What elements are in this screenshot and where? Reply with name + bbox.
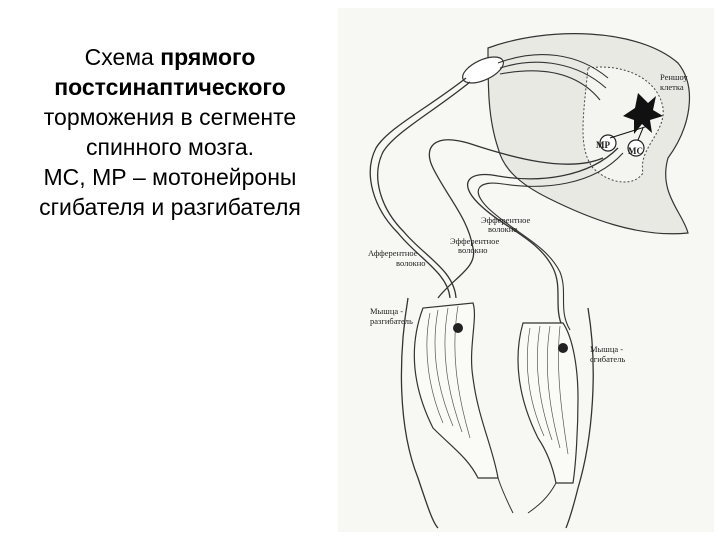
caption-line-1-prefix: Схема [85, 44, 161, 70]
label-mp: МР [596, 140, 610, 150]
caption-line-2: постсинаптического [0, 72, 340, 102]
caption-line-5: МС, МР – мотонейроны [0, 162, 340, 192]
caption-line-6: сгибателя и разгибателя [0, 192, 340, 222]
caption-line-1-bold: прямого [160, 44, 255, 70]
label-extensor-1: Мышца - [370, 306, 403, 316]
tendon-ending [498, 478, 556, 513]
spinal-cord-diagram: Реншоу клетка МР МС Эфферентное волокно … [338, 8, 714, 532]
extensor-spindle [453, 323, 463, 333]
caption-line-2-bold: постсинаптического [54, 74, 286, 100]
caption-line-1: Схема прямого [0, 42, 340, 72]
label-afferent-2: волокно [396, 258, 426, 268]
label-flexor-2: сгибатель [590, 354, 625, 364]
label-extensor-2: разгибатель [370, 316, 413, 326]
label-efferent-2b: волокно [458, 245, 488, 255]
label-renshaw-1: Реншоу [660, 72, 688, 82]
label-efferent-1b: волокно [488, 224, 518, 234]
caption-line-3: торможения в сегменте [0, 102, 340, 132]
spinal-cord-diagram-svg: Реншоу клетка МР МС Эфферентное волокно … [338, 8, 714, 532]
slide-caption: Схема прямого постсинаптического торможе… [0, 42, 340, 222]
label-afferent-1: Афферентное [368, 248, 418, 258]
label-mc: МС [628, 146, 643, 156]
label-flexor-1: Мышца - [590, 344, 623, 354]
label-renshaw-2: клетка [660, 82, 684, 92]
caption-line-4: спинного мозга. [0, 132, 340, 162]
flexor-spindle [558, 343, 568, 353]
